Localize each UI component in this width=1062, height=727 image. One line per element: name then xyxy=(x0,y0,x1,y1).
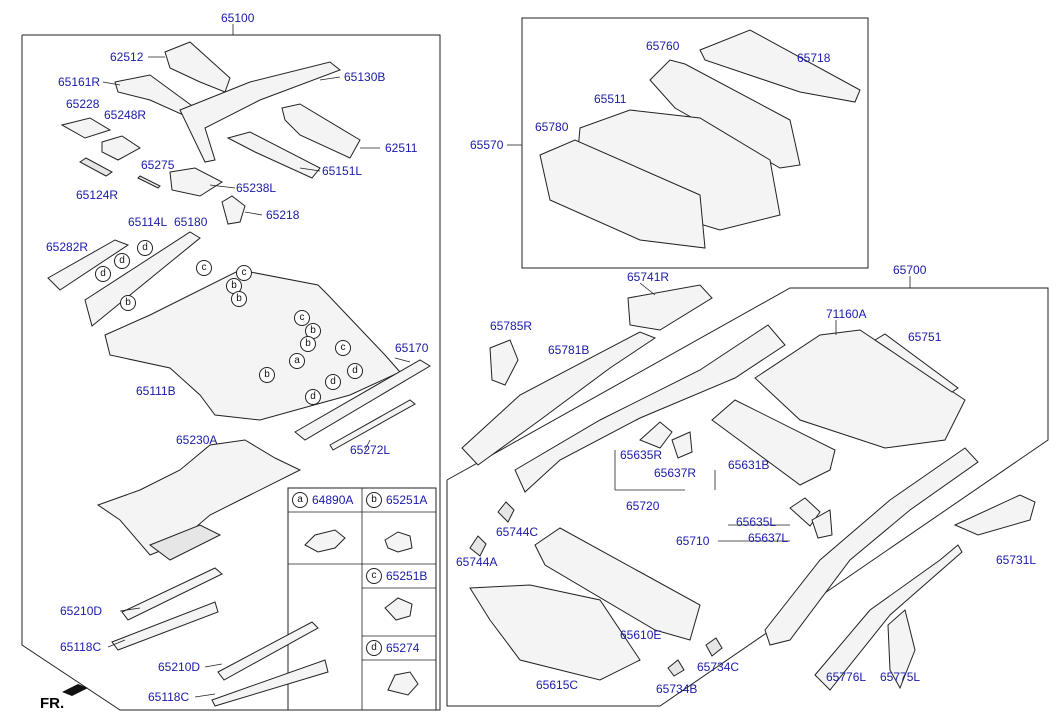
leader-lines xyxy=(102,56,837,698)
label-65610E[interactable]: 65610E xyxy=(620,628,662,642)
callout-d: d xyxy=(347,363,363,379)
front-direction-label: FR. xyxy=(40,695,65,712)
callout-d: d xyxy=(305,389,321,405)
callout-d: d xyxy=(137,240,153,256)
label-65230A[interactable]: 65230A xyxy=(176,433,218,447)
label-65615C[interactable]: 65615C xyxy=(536,678,579,692)
callout-b: b xyxy=(120,295,136,311)
label-65785R[interactable]: 65785R xyxy=(490,319,533,333)
legend-part-64890A[interactable]: 64890A xyxy=(312,493,354,507)
frame-65100 xyxy=(21,34,441,711)
callout-c: c xyxy=(335,340,351,356)
label-65210D-lower[interactable]: 65210D xyxy=(158,660,201,674)
label-62511[interactable]: 62511 xyxy=(385,141,418,155)
label-65111B[interactable]: 65111B xyxy=(136,384,176,398)
label-65570[interactable]: 65570 xyxy=(470,138,504,152)
label-65180[interactable]: 65180 xyxy=(174,215,208,229)
label-65744A[interactable]: 65744A xyxy=(456,555,498,569)
label-65282R[interactable]: 65282R xyxy=(46,240,89,254)
legend-part-65274[interactable]: 65274 xyxy=(386,641,420,655)
label-65734C[interactable]: 65734C xyxy=(697,660,740,674)
label-65161R[interactable]: 65161R xyxy=(58,75,101,89)
frame-65570 xyxy=(521,17,869,269)
part-group-65570 xyxy=(539,29,861,249)
label-65275[interactable]: 65275 xyxy=(141,158,175,172)
callout-a: a xyxy=(289,353,305,369)
label-65272L[interactable]: 65272L xyxy=(350,443,391,457)
legend-letter-a: a xyxy=(292,492,308,508)
label-65637R[interactable]: 65637R xyxy=(654,466,697,480)
callout-c: c xyxy=(294,310,310,326)
label-65114L[interactable]: 65114L xyxy=(128,215,168,229)
legend-letter-d: d xyxy=(366,640,382,656)
label-65511[interactable]: 65511 xyxy=(594,92,627,106)
label-65118C-lower[interactable]: 65118C xyxy=(148,690,190,704)
callout-c: c xyxy=(196,260,212,276)
callout-c: c xyxy=(236,265,252,281)
legend-part-65251A[interactable]: 65251A xyxy=(386,493,428,507)
label-62512[interactable]: 62512 xyxy=(110,50,144,64)
label-65718[interactable]: 65718 xyxy=(797,51,831,65)
legend-letter-c: c xyxy=(366,568,382,584)
legend-part-65251B[interactable]: 65251B xyxy=(386,569,428,583)
label-65776L[interactable]: 65776L xyxy=(826,670,867,684)
legend-letter-b: b xyxy=(366,492,382,508)
part-group-65700 xyxy=(461,284,1036,691)
label-65100[interactable]: 65100 xyxy=(221,11,255,25)
label-65751[interactable]: 65751 xyxy=(908,330,942,344)
label-65710[interactable]: 65710 xyxy=(676,534,710,548)
front-arrow-icon xyxy=(62,684,88,696)
label-65228[interactable]: 65228 xyxy=(66,97,100,111)
callout-d: d xyxy=(325,374,341,390)
label-65238L[interactable]: 65238L xyxy=(236,181,277,195)
label-65780[interactable]: 65780 xyxy=(535,120,569,134)
callout-b: b xyxy=(259,367,275,383)
legend-box xyxy=(287,487,437,711)
label-65248R[interactable]: 65248R xyxy=(104,108,147,122)
label-65170[interactable]: 65170 xyxy=(395,341,429,355)
label-65720[interactable]: 65720 xyxy=(626,499,660,513)
callout-d: d xyxy=(95,266,111,282)
label-65734B[interactable]: 65734B xyxy=(656,682,698,696)
label-65775L[interactable]: 65775L xyxy=(880,670,921,684)
label-65741R[interactable]: 65741R xyxy=(627,270,670,284)
label-65635R[interactable]: 65635R xyxy=(620,448,663,462)
label-65218[interactable]: 65218 xyxy=(266,208,300,222)
label-65130B[interactable]: 65130B xyxy=(344,70,386,84)
callout-b: b xyxy=(300,336,316,352)
label-65118C-upper[interactable]: 65118C xyxy=(60,640,102,654)
label-65781B[interactable]: 65781B xyxy=(548,343,590,357)
callout-d: d xyxy=(114,253,130,269)
label-71160A[interactable]: 71160A xyxy=(826,307,867,321)
part-group-65100 xyxy=(47,41,431,707)
label-65744C[interactable]: 65744C xyxy=(496,525,539,539)
label-65731L[interactable]: 65731L xyxy=(996,553,1037,567)
label-65151L[interactable]: 65151L xyxy=(322,164,363,178)
label-65760[interactable]: 65760 xyxy=(646,39,680,53)
label-65700[interactable]: 65700 xyxy=(893,263,927,277)
callout-b: b xyxy=(231,291,247,307)
label-65635L[interactable]: 65635L xyxy=(736,515,777,529)
label-65637L[interactable]: 65637L xyxy=(748,531,789,545)
frame-65700 xyxy=(446,287,1049,707)
label-65210D-upper[interactable]: 65210D xyxy=(60,604,103,618)
label-65124R[interactable]: 65124R xyxy=(76,188,119,202)
label-65631B[interactable]: 65631B xyxy=(728,458,770,472)
